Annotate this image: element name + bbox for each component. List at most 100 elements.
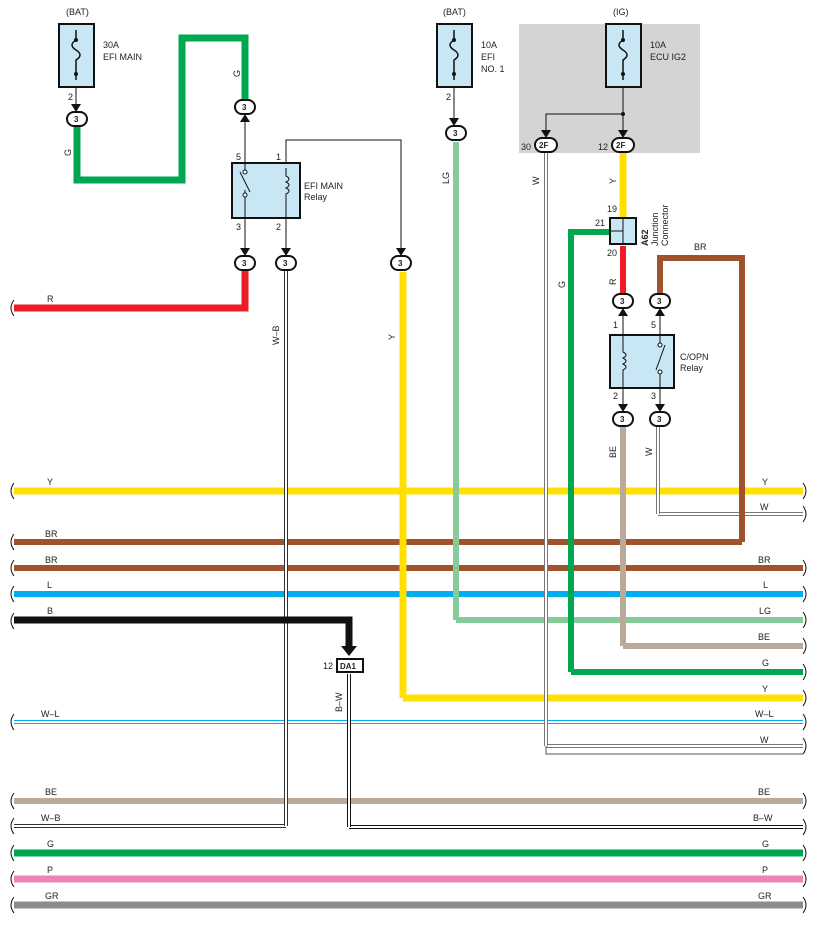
- relay-copn-pin-br: 3: [651, 391, 656, 401]
- svg-text:3: 3: [242, 103, 247, 112]
- connector-da1-pin: 12: [323, 661, 333, 671]
- junction-id: A62: [640, 229, 650, 246]
- relay-copn-pin-bl: 2: [613, 391, 618, 401]
- bus-label-right-wl: W–L: [755, 709, 774, 719]
- svg-text:3: 3: [620, 415, 625, 424]
- bus-label-right-be2: BE: [758, 787, 770, 797]
- wire-g-junction: [568, 229, 610, 672]
- relay-copn-name1: C/OPN: [680, 352, 709, 362]
- bus-label-right-lg: LG: [759, 606, 771, 616]
- junction-pin-left: 21: [595, 218, 605, 228]
- junction-name1: Junction: [650, 212, 660, 246]
- bus-label-right-y2: Y: [762, 684, 768, 694]
- fuse-efi-main: [58, 23, 95, 112]
- bus-label-right-g1: G: [762, 658, 769, 668]
- fuse-efi-main-amp: 30A: [103, 40, 119, 50]
- svg-text:3: 3: [242, 259, 247, 268]
- bus-label-left-g: G: [47, 839, 54, 849]
- fuse-efi-main-pin: 2: [68, 92, 73, 102]
- fuse-efi-no1-source: (BAT): [443, 7, 466, 17]
- label-g-top: G: [232, 70, 242, 77]
- svg-text:3: 3: [453, 129, 458, 138]
- svg-text:3: 3: [398, 259, 403, 268]
- label-be-copn: BE: [608, 446, 618, 458]
- label-g-junction: G: [557, 281, 567, 288]
- fuse-ecu-ig2-amp: 10A: [650, 40, 666, 50]
- fuse-efi-no1-name1: EFI: [481, 52, 495, 62]
- connector-2f-right-pin: 12: [598, 142, 608, 152]
- connector-copn-pin3: 3: [649, 404, 671, 427]
- fuse-ecu-ig2-source: (IG): [613, 7, 629, 17]
- relay-efi-main: [231, 122, 301, 248]
- bus-label-right-l: L: [763, 580, 768, 590]
- bus-wires: [14, 487, 803, 909]
- connector-da1: DA1: [336, 658, 364, 673]
- connector-copn-pin5: 3: [649, 293, 671, 316]
- bus-label-right-g2: G: [762, 839, 769, 849]
- svg-text:3: 3: [657, 415, 662, 424]
- label-lg-vertical: LG: [441, 172, 451, 184]
- junction-a62: [609, 217, 637, 245]
- relay-efi-main-name1: EFI MAIN: [304, 181, 343, 191]
- connector-y-top: 3: [390, 248, 412, 271]
- bus-label-right-w1: W: [760, 502, 769, 512]
- connector-2f-left: 2F: [534, 130, 558, 153]
- svg-text:3: 3: [657, 297, 662, 306]
- bus-label-left-br2: BR: [45, 555, 58, 565]
- fuse-efi-no1: [436, 23, 473, 126]
- fuse-ecu-ig2-name: ECU IG2: [650, 52, 686, 62]
- wire-br-copn: [657, 255, 745, 542]
- label-br-copn: BR: [694, 242, 707, 252]
- wire-r-relay: [14, 268, 249, 312]
- label-r-copn: R: [608, 278, 618, 285]
- bus-label-left-p: P: [47, 865, 53, 875]
- fuse-efi-no1-pin: 2: [446, 92, 451, 102]
- bus-label-left-be: BE: [45, 787, 57, 797]
- svg-text:DA1: DA1: [340, 662, 357, 671]
- connector-copn-pin1: 3: [612, 293, 634, 316]
- connector-2f-left-pin: 30: [521, 142, 531, 152]
- connector-efi-main-fuse: 3: [66, 111, 88, 127]
- bus-label-left-gr: GR: [45, 891, 59, 901]
- fuse-efi-no1-amp: 10A: [481, 40, 497, 50]
- relay-efi-main-name2: Relay: [304, 192, 328, 202]
- label-y-2f: Y: [608, 178, 618, 184]
- connector-g-relay-top: 3: [234, 99, 256, 122]
- bus-label-right-p: P: [762, 865, 768, 875]
- wire-b-da1: [14, 616, 353, 650]
- bus-label-left-br1: BR: [45, 529, 58, 539]
- bus-label-right-br: BR: [758, 555, 771, 565]
- connector-relay-pin2: 3: [275, 248, 297, 271]
- bus-label-left-l: L: [47, 580, 52, 590]
- bus-label-right-bw: B–W: [753, 813, 773, 823]
- wire-b-arrow: [341, 646, 357, 656]
- bus-label-left-wl: W–L: [41, 709, 60, 719]
- relay-copn-pin-tr: 5: [651, 320, 656, 330]
- label-g-left: G: [63, 149, 73, 156]
- svg-text:3: 3: [620, 297, 625, 306]
- relay-efi-main-pin-br: 2: [276, 222, 281, 232]
- bus-label-left-b: B: [47, 606, 53, 616]
- relay-copn-pin-tl: 1: [613, 320, 618, 330]
- connector-2f-right: 2F: [611, 130, 635, 153]
- bus-label-right-be1: BE: [758, 632, 770, 642]
- bus-label-right-gr: GR: [758, 891, 772, 901]
- svg-text:3: 3: [74, 115, 79, 124]
- fuse-efi-no1-name2: NO. 1: [481, 64, 505, 74]
- fuse-efi-main-source: (BAT): [66, 7, 89, 17]
- relay-efi-main-pin-tr: 1: [276, 152, 281, 162]
- label-w-2f: W: [531, 176, 541, 185]
- connector-relay-pin3: 3: [234, 248, 256, 271]
- bus-end-brackets: [10, 299, 807, 914]
- fuse-ecu-ig2: [605, 23, 642, 116]
- wire-relay-to-y: [285, 139, 402, 248]
- relay-c-opn: [609, 316, 675, 404]
- wire-ig-internal: [545, 86, 624, 136]
- svg-text:2F: 2F: [539, 141, 548, 150]
- svg-text:2F: 2F: [616, 141, 625, 150]
- bus-label-left-y: Y: [47, 477, 53, 487]
- label-w-copn: W: [644, 447, 654, 456]
- label-bw-vertical: B–W: [334, 692, 344, 712]
- label-wb-vertical: W–B: [271, 325, 281, 345]
